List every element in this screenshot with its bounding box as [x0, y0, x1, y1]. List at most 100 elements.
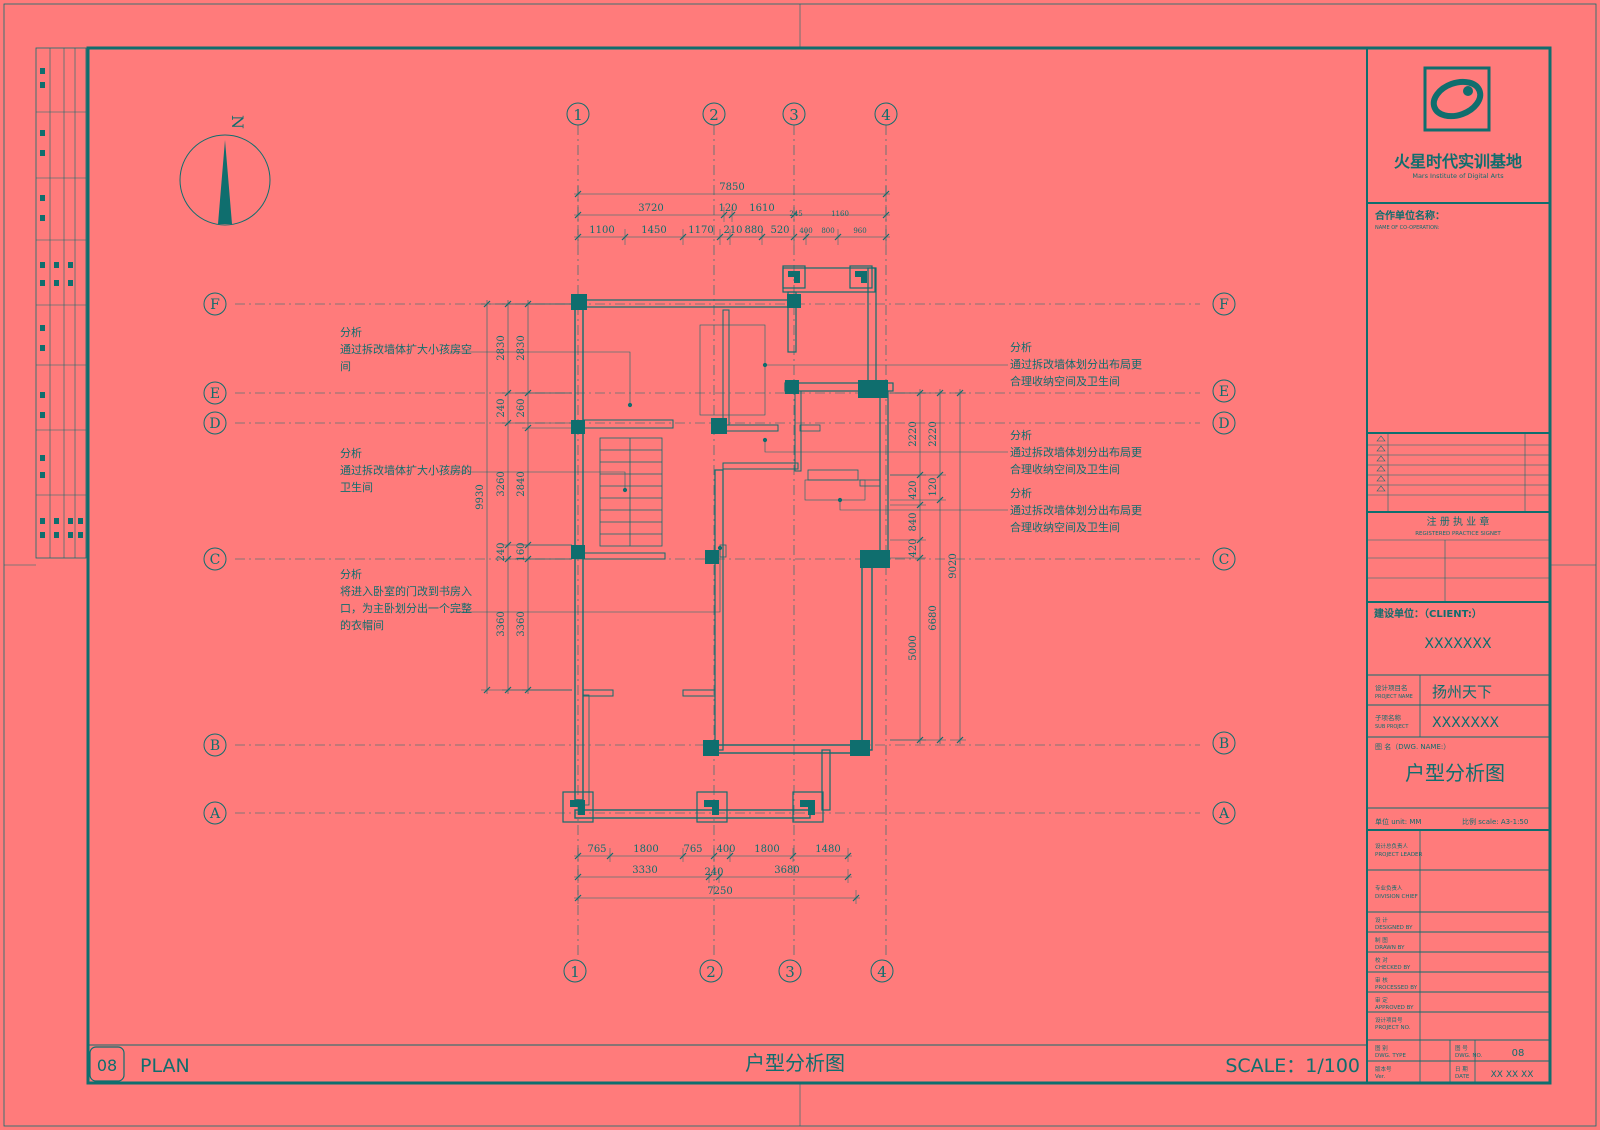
dim-right-total: 9020: [948, 553, 959, 578]
dim-bottom-total: 7250: [707, 886, 732, 897]
dim-tick: [574, 233, 582, 241]
svg-text:DWG. NO.: DWG. NO.: [1455, 1053, 1483, 1059]
dim-tick: [504, 555, 512, 563]
dim-left-outer: 240: [496, 542, 507, 561]
axis-bubble-bottom: [870, 959, 894, 983]
dim-top-row3: 800: [821, 227, 834, 235]
dim-bottom-row2: 3680: [774, 865, 799, 876]
dim-bottom-row1: 765: [683, 844, 702, 855]
dim-tick: [483, 300, 491, 308]
footer-scale: SCALE：1/100: [1225, 1055, 1360, 1077]
svg-text:Ver.: Ver.: [1375, 1074, 1385, 1080]
footer-drawing-title: 户型分析图: [745, 1051, 845, 1075]
note-right-line: 通过拆改墙体划分出布局更: [1010, 357, 1142, 371]
axis-bubble-right: [1212, 801, 1236, 825]
dim-left-inner: 260: [516, 398, 527, 417]
dim-right-a: 5000: [908, 635, 919, 660]
axis-label-row-left: A: [209, 806, 221, 822]
dim-tick: [936, 471, 944, 479]
dim-tick: [916, 501, 924, 509]
axis-label-row-left: E: [210, 386, 220, 402]
dim-tick: [728, 211, 736, 219]
dim-tick: [834, 233, 842, 241]
axis-bubble-left: [203, 381, 227, 405]
svg-text:设 计: 设 计: [1375, 916, 1388, 924]
dim-tick: [606, 852, 614, 860]
project-label: 设计项目名: [1375, 683, 1408, 692]
svg-text:图 别: 图 别: [1375, 1044, 1388, 1052]
dim-tick: [574, 894, 582, 902]
dim-tick: [504, 389, 512, 397]
client-value: XXXXXXX: [1424, 636, 1492, 652]
structural-columns: [571, 294, 890, 756]
note-left-line: 卫生间: [340, 480, 373, 494]
dim-tick: [524, 555, 532, 563]
dim-tick: [758, 233, 766, 241]
dim-top-row2: 1610: [749, 203, 774, 214]
dim-top-row3: 400: [799, 227, 812, 235]
axis-bubble-bottom: [563, 959, 587, 983]
dim-bottom-row1: 400: [716, 844, 735, 855]
dim-left-total: 9930: [475, 484, 486, 509]
axis-label-col-top: 3: [789, 106, 799, 124]
dim-right-a: 840: [908, 512, 919, 531]
axis-label-row-right: E: [1219, 384, 1229, 400]
sub-project-value: XXXXXXX: [1432, 715, 1500, 731]
svg-text:版本号: 版本号: [1375, 1065, 1392, 1073]
dim-tick: [956, 736, 964, 744]
axis-bubble-top: [782, 102, 806, 126]
unit-label: 单位 unit: MM: [1375, 817, 1421, 826]
axis-label-row-left: C: [210, 552, 221, 568]
svg-text:DWG. TYPE: DWG. TYPE: [1375, 1053, 1406, 1059]
dim-tick: [524, 686, 532, 694]
dim-tick: [524, 541, 532, 549]
sheet-footer: 08 PLAN 户型分析图 SCALE：1/100: [88, 1044, 1367, 1082]
note-left-line: 的衣帽间: [340, 618, 384, 632]
dim-tick: [844, 873, 852, 881]
dim-right-b: 120: [928, 477, 939, 496]
dim-tick: [882, 233, 890, 241]
scale-label: 比例 scale: A3-1:50: [1462, 817, 1528, 826]
dim-top-row2: 245: [789, 210, 802, 218]
dim-tick: [705, 873, 713, 881]
svg-text:PROJECT NO.: PROJECT NO.: [1375, 1025, 1411, 1031]
dim-tick: [679, 852, 687, 860]
revision-marks: [1376, 435, 1386, 492]
footer-sheet-number: 08: [97, 1056, 117, 1075]
dim-top-row3: 880: [744, 225, 763, 236]
dim-left-outer: 2830: [496, 335, 507, 360]
dim-left-outer: 3360: [496, 611, 507, 636]
dim-top-row3: 1100: [589, 225, 614, 236]
org-logo-icon: [1423, 66, 1491, 132]
building-walls: [574, 267, 894, 819]
dim-tick: [504, 541, 512, 549]
svg-text:PROJECT LEADER: PROJECT LEADER: [1375, 852, 1423, 858]
axis-bubble-right: [1212, 731, 1236, 755]
svg-text:图 号: 图 号: [1455, 1044, 1468, 1052]
corner-piers: [562, 265, 873, 823]
dim-tick: [621, 233, 629, 241]
axis-label-row-right: B: [1219, 736, 1229, 752]
note-left-title: 分析: [340, 567, 362, 581]
axis-label-col-top: 1: [573, 106, 583, 124]
coop-label: 合作单位名称：: [1374, 209, 1445, 222]
dim-tick: [574, 873, 582, 881]
note-left-line: 将进入卧室的门改到书房入: [340, 584, 472, 598]
note-left-line: 通过拆改墙体扩大小孩房的: [340, 463, 472, 477]
note-right-title: 分析: [1010, 340, 1032, 354]
dim-tick: [956, 389, 964, 397]
north-arrow-icon: N: [179, 115, 271, 226]
axis-bubble-left: [203, 733, 227, 757]
dim-tick: [916, 554, 924, 562]
dim-right-a: 420: [908, 538, 919, 557]
axis-bubble-right: [1212, 379, 1236, 403]
sub-project-label: 子项名称: [1375, 713, 1402, 722]
svg-text:PROCESSED BY: PROCESSED BY: [1375, 985, 1418, 991]
axis-label-row-right: D: [1218, 416, 1229, 432]
dwg-name-value: 户型分析图: [1405, 761, 1505, 785]
dim-left-inner: 2830: [516, 335, 527, 360]
note-left-title: 分析: [340, 446, 362, 460]
